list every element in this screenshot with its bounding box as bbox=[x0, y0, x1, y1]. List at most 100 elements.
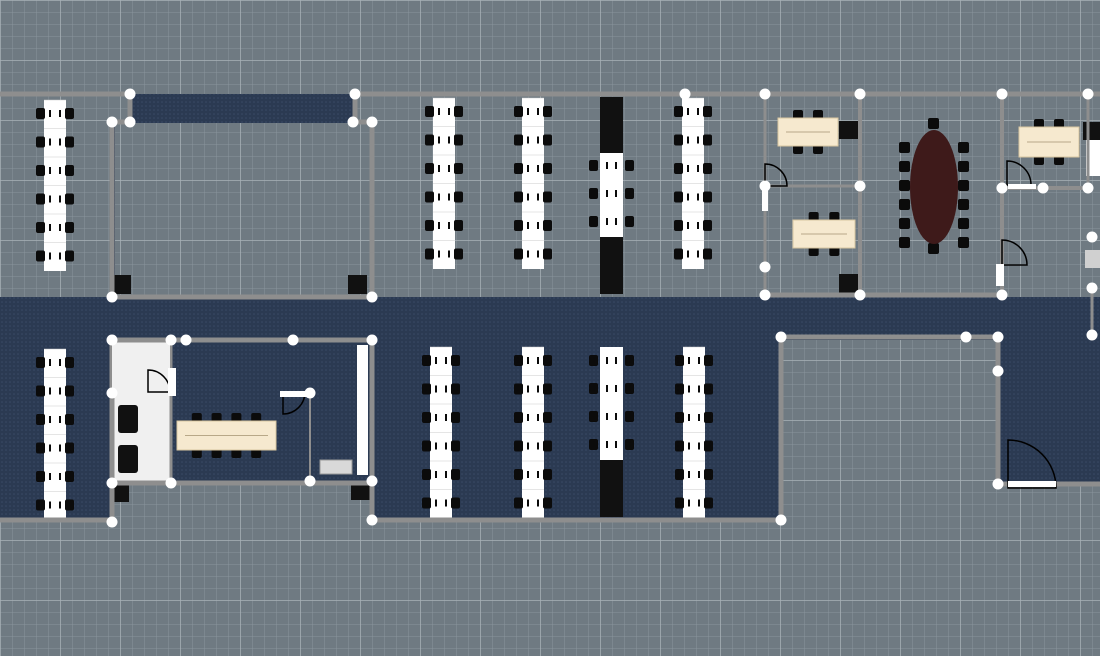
chair[interactable] bbox=[451, 469, 460, 480]
chair[interactable] bbox=[514, 220, 523, 231]
chair[interactable] bbox=[422, 497, 431, 509]
chair[interactable] bbox=[704, 412, 713, 423]
chair[interactable] bbox=[422, 383, 431, 395]
wall-node[interactable] bbox=[992, 478, 1004, 490]
chair[interactable] bbox=[625, 160, 634, 171]
chair[interactable] bbox=[625, 216, 634, 227]
door-bl-room-leaf[interactable] bbox=[280, 391, 310, 397]
chair[interactable] bbox=[958, 161, 969, 172]
chair[interactable] bbox=[36, 250, 45, 262]
chair[interactable] bbox=[675, 412, 684, 423]
chair[interactable] bbox=[928, 118, 939, 129]
chair[interactable] bbox=[958, 180, 969, 191]
door-room3[interactable] bbox=[1006, 160, 1036, 189]
chair[interactable] bbox=[899, 199, 910, 210]
wall-node[interactable] bbox=[759, 261, 771, 273]
chair[interactable] bbox=[704, 497, 713, 509]
chair[interactable] bbox=[675, 469, 684, 480]
wall-node[interactable] bbox=[996, 182, 1008, 194]
door-bath-leaf[interactable] bbox=[168, 368, 176, 396]
chair[interactable] bbox=[589, 439, 598, 450]
wall-node[interactable] bbox=[366, 334, 378, 346]
chair[interactable] bbox=[674, 191, 683, 203]
door-main[interactable] bbox=[1007, 439, 1057, 489]
chair[interactable] bbox=[425, 106, 434, 117]
chair[interactable] bbox=[425, 248, 434, 260]
chair[interactable] bbox=[703, 191, 712, 203]
meeting-table-2[interactable] bbox=[792, 212, 856, 256]
chair[interactable] bbox=[958, 218, 969, 229]
chair[interactable] bbox=[36, 193, 45, 205]
chair[interactable] bbox=[514, 191, 523, 203]
chair[interactable] bbox=[514, 163, 523, 174]
chair[interactable] bbox=[65, 499, 74, 511]
chair[interactable] bbox=[514, 469, 523, 480]
chair[interactable] bbox=[543, 163, 552, 174]
chair[interactable] bbox=[451, 412, 460, 423]
desk-cluster-bottom-3[interactable] bbox=[514, 346, 552, 518]
chair[interactable] bbox=[422, 412, 431, 423]
desk-cluster-bottom-4[interactable] bbox=[589, 347, 634, 517]
chair[interactable] bbox=[625, 383, 634, 394]
chair[interactable] bbox=[675, 383, 684, 395]
chair[interactable] bbox=[514, 106, 523, 117]
chair[interactable] bbox=[543, 440, 552, 452]
wall-node[interactable] bbox=[759, 289, 771, 301]
meeting-table-1[interactable] bbox=[777, 110, 839, 154]
chair[interactable] bbox=[674, 220, 683, 231]
furniture-layer[interactable] bbox=[36, 97, 1100, 520]
door-room-right-leaf[interactable] bbox=[996, 264, 1004, 286]
chair[interactable] bbox=[543, 191, 552, 203]
chair[interactable] bbox=[543, 469, 552, 480]
desk-cluster-top-3[interactable] bbox=[514, 97, 552, 269]
chair[interactable] bbox=[454, 106, 463, 117]
door-room-right[interactable] bbox=[996, 239, 1028, 286]
chair[interactable] bbox=[425, 134, 434, 146]
chair[interactable] bbox=[36, 165, 45, 176]
wall-node[interactable] bbox=[106, 477, 118, 489]
wall-node[interactable] bbox=[106, 291, 118, 303]
door-room3-leaf[interactable] bbox=[1008, 184, 1036, 189]
chair[interactable] bbox=[674, 134, 683, 146]
wall-node[interactable] bbox=[1082, 88, 1094, 100]
chair[interactable] bbox=[454, 220, 463, 231]
chair[interactable] bbox=[675, 355, 684, 366]
wall-node[interactable] bbox=[1086, 329, 1098, 341]
chair[interactable] bbox=[704, 355, 713, 366]
chair[interactable] bbox=[514, 497, 523, 509]
desk-cluster-top-5[interactable] bbox=[674, 97, 712, 269]
wall-node[interactable] bbox=[759, 180, 771, 192]
wall-node[interactable] bbox=[165, 477, 177, 489]
wall-node[interactable] bbox=[349, 88, 361, 100]
desk-block[interactable] bbox=[600, 153, 623, 237]
wall-node[interactable] bbox=[124, 88, 136, 100]
wall-node[interactable] bbox=[106, 334, 118, 346]
chair[interactable] bbox=[543, 412, 552, 423]
chair[interactable] bbox=[451, 355, 460, 366]
chair[interactable] bbox=[422, 440, 431, 452]
chair[interactable] bbox=[674, 106, 683, 117]
chair[interactable] bbox=[454, 163, 463, 174]
chair[interactable] bbox=[36, 136, 45, 148]
desk-cluster-top-4[interactable] bbox=[589, 97, 634, 294]
wall-node[interactable] bbox=[124, 116, 136, 128]
partition-white[interactable] bbox=[357, 345, 368, 475]
chair[interactable] bbox=[958, 237, 969, 248]
chair[interactable] bbox=[543, 383, 552, 395]
chair[interactable] bbox=[454, 191, 463, 203]
chair[interactable] bbox=[899, 142, 910, 153]
chair[interactable] bbox=[514, 383, 523, 395]
chair[interactable] bbox=[514, 440, 523, 452]
chair[interactable] bbox=[589, 411, 598, 422]
desk-cluster-bottom-5[interactable] bbox=[675, 346, 713, 518]
chair[interactable] bbox=[543, 355, 552, 366]
desk-block[interactable] bbox=[600, 347, 623, 460]
wall-node[interactable] bbox=[165, 334, 177, 346]
chair[interactable] bbox=[65, 165, 74, 176]
chair[interactable] bbox=[451, 440, 460, 452]
chair[interactable] bbox=[675, 497, 684, 509]
meeting-table-4[interactable] bbox=[176, 413, 277, 458]
chair[interactable] bbox=[451, 383, 460, 395]
chair[interactable] bbox=[543, 134, 552, 146]
